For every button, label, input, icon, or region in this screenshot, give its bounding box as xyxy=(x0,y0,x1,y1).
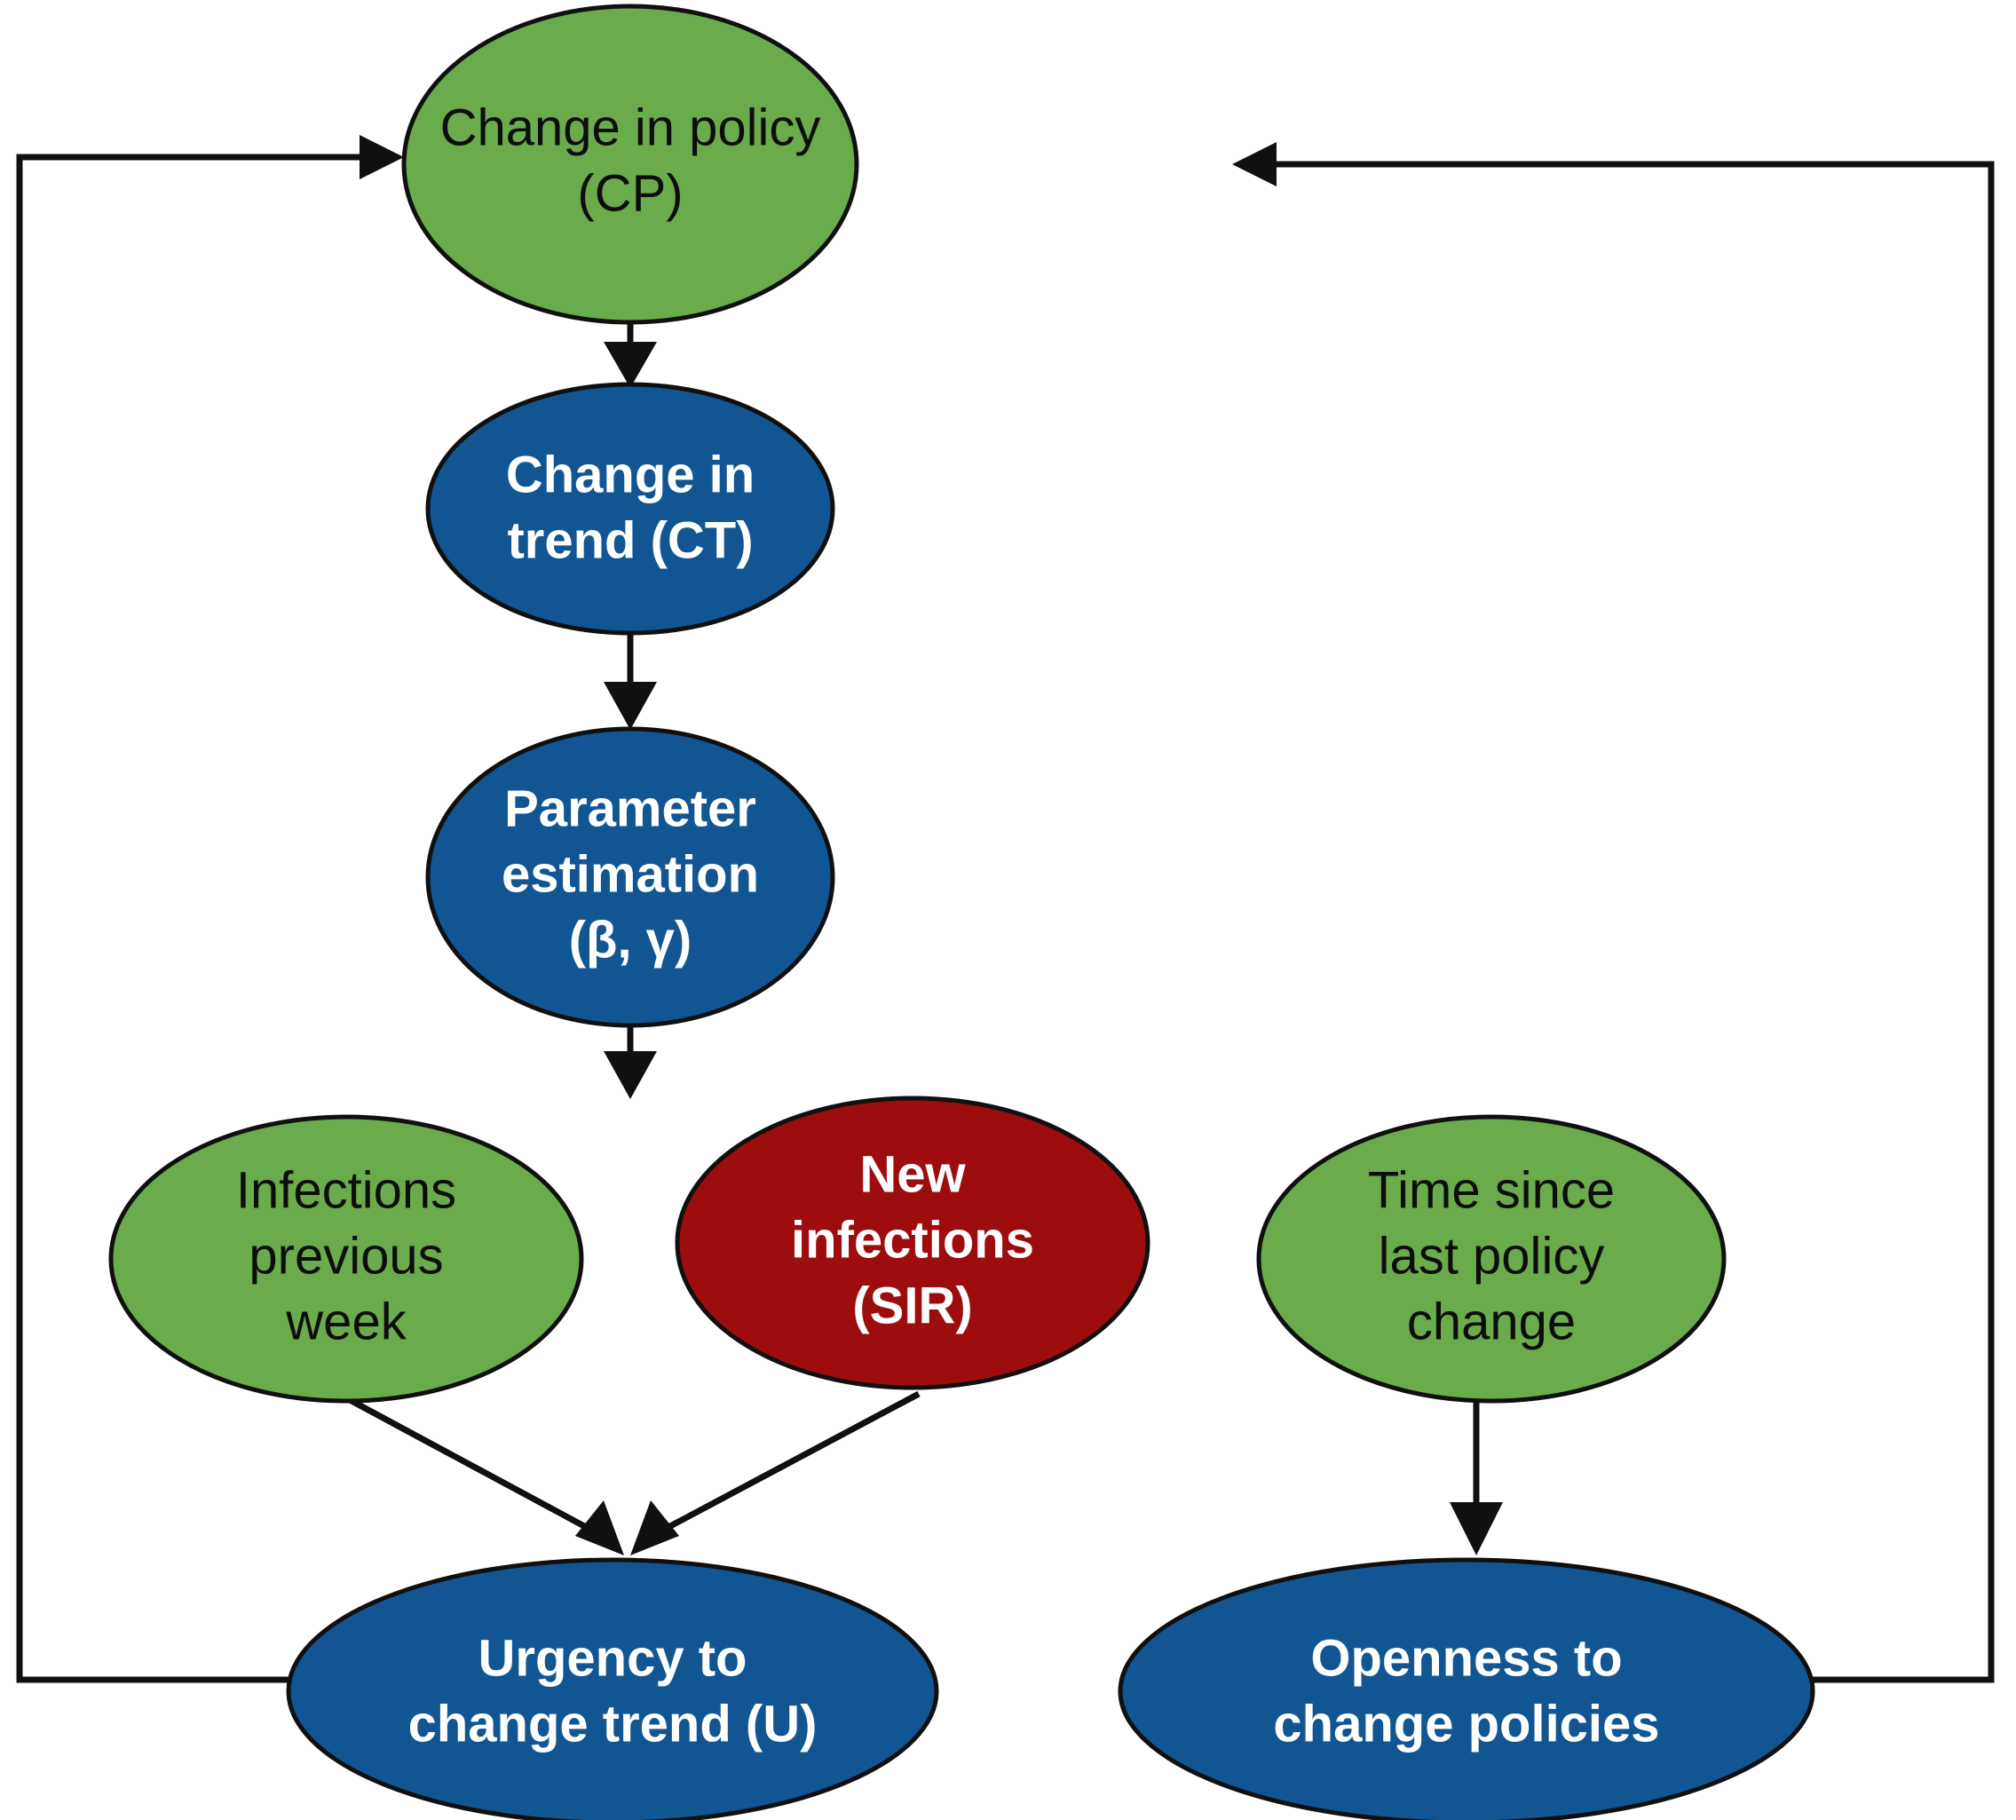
parameter-estimation-label-line2: estimation xyxy=(502,845,759,903)
change-in-policy-label-line2: (CP) xyxy=(577,164,683,222)
node-time-since-last-policy-change[interactable]: Time since last policy change xyxy=(1256,1114,1727,1404)
openness-to-change-policies-label-line1: Openness to xyxy=(1310,1629,1622,1687)
change-in-trend-label-line2: trend (CT) xyxy=(507,511,753,569)
urgency-to-change-trend-label-line1: Urgency to xyxy=(478,1629,747,1687)
infections-previous-week-label-line1: Infections xyxy=(236,1161,456,1219)
parameter-estimation-label-line3: (β, γ) xyxy=(569,911,692,969)
arrowhead-icon xyxy=(604,342,657,388)
arrowhead-icon xyxy=(1232,142,1277,186)
infections-previous-week-shape[interactable] xyxy=(108,1114,584,1404)
change-in-trend-label-line1: Change in xyxy=(506,446,755,503)
infections-previous-week-label-line2: previous xyxy=(249,1227,443,1285)
parameter-estimation-label-line1: Parameter xyxy=(504,779,756,837)
openness-to-change-policies-label-line2: change policies xyxy=(1273,1695,1659,1753)
arrowhead-icon xyxy=(604,1051,657,1099)
openness-to-change-policies-shape[interactable] xyxy=(1118,1557,1815,1820)
node-change-in-trend[interactable]: Change in trend (CT) xyxy=(425,382,835,636)
node-urgency-to-change-trend[interactable]: Urgency to change trend (U) xyxy=(286,1557,939,1820)
new-infections-label-line2: infections xyxy=(791,1211,1034,1269)
edge-urgency-to-policy-feedback xyxy=(16,135,404,1683)
change-in-policy-shape[interactable] xyxy=(401,4,859,325)
urgency-to-change-trend-shape[interactable] xyxy=(286,1557,939,1820)
edge-previous-week-to-urgency xyxy=(340,1392,624,1555)
node-change-in-policy[interactable]: Change in policy (CP) xyxy=(401,4,859,325)
parameter-estimation-shape[interactable] xyxy=(425,726,835,1028)
time-since-last-policy-change-label-line2: last policy xyxy=(1379,1227,1605,1285)
edge-policy-to-trend xyxy=(604,322,657,388)
node-new-infections[interactable]: New infections (SIR) xyxy=(675,1096,1150,1390)
new-infections-shape[interactable] xyxy=(675,1096,1150,1390)
node-openness-to-change-policies[interactable]: Openness to change policies xyxy=(1118,1557,1815,1820)
time-since-last-policy-change-label-line3: change xyxy=(1407,1293,1576,1350)
urgency-to-change-trend-label-line2: change trend (U) xyxy=(408,1695,818,1753)
edge-openness-to-policy-feedback xyxy=(1232,142,1995,1683)
time-since-last-policy-change-shape[interactable] xyxy=(1256,1114,1727,1404)
new-infections-label-line1: New xyxy=(859,1145,966,1203)
arrowhead-icon xyxy=(575,1500,624,1555)
infections-previous-week-label-line3: week xyxy=(285,1293,407,1350)
node-parameter-estimation[interactable]: Parameter estimation (β, γ) xyxy=(425,726,835,1028)
edge-infections-to-urgency xyxy=(630,1390,921,1555)
edge-parameter-to-infections xyxy=(604,1025,657,1099)
arrowhead-icon xyxy=(630,1500,679,1555)
arrowhead-icon xyxy=(604,682,657,730)
new-infections-label-line3: (SIR) xyxy=(852,1277,972,1334)
edge-trend-to-parameter xyxy=(604,633,657,730)
arrowhead-icon xyxy=(1450,1502,1503,1555)
node-infections-previous-week[interactable]: Infections previous week xyxy=(108,1114,584,1404)
change-in-policy-label-line1: Change in policy xyxy=(440,99,821,156)
edge-time-to-openness xyxy=(1450,1397,1503,1555)
change-in-trend-shape[interactable] xyxy=(425,382,835,636)
time-since-last-policy-change-label-line1: Time since xyxy=(1368,1161,1615,1219)
arrowhead-icon xyxy=(360,135,404,179)
